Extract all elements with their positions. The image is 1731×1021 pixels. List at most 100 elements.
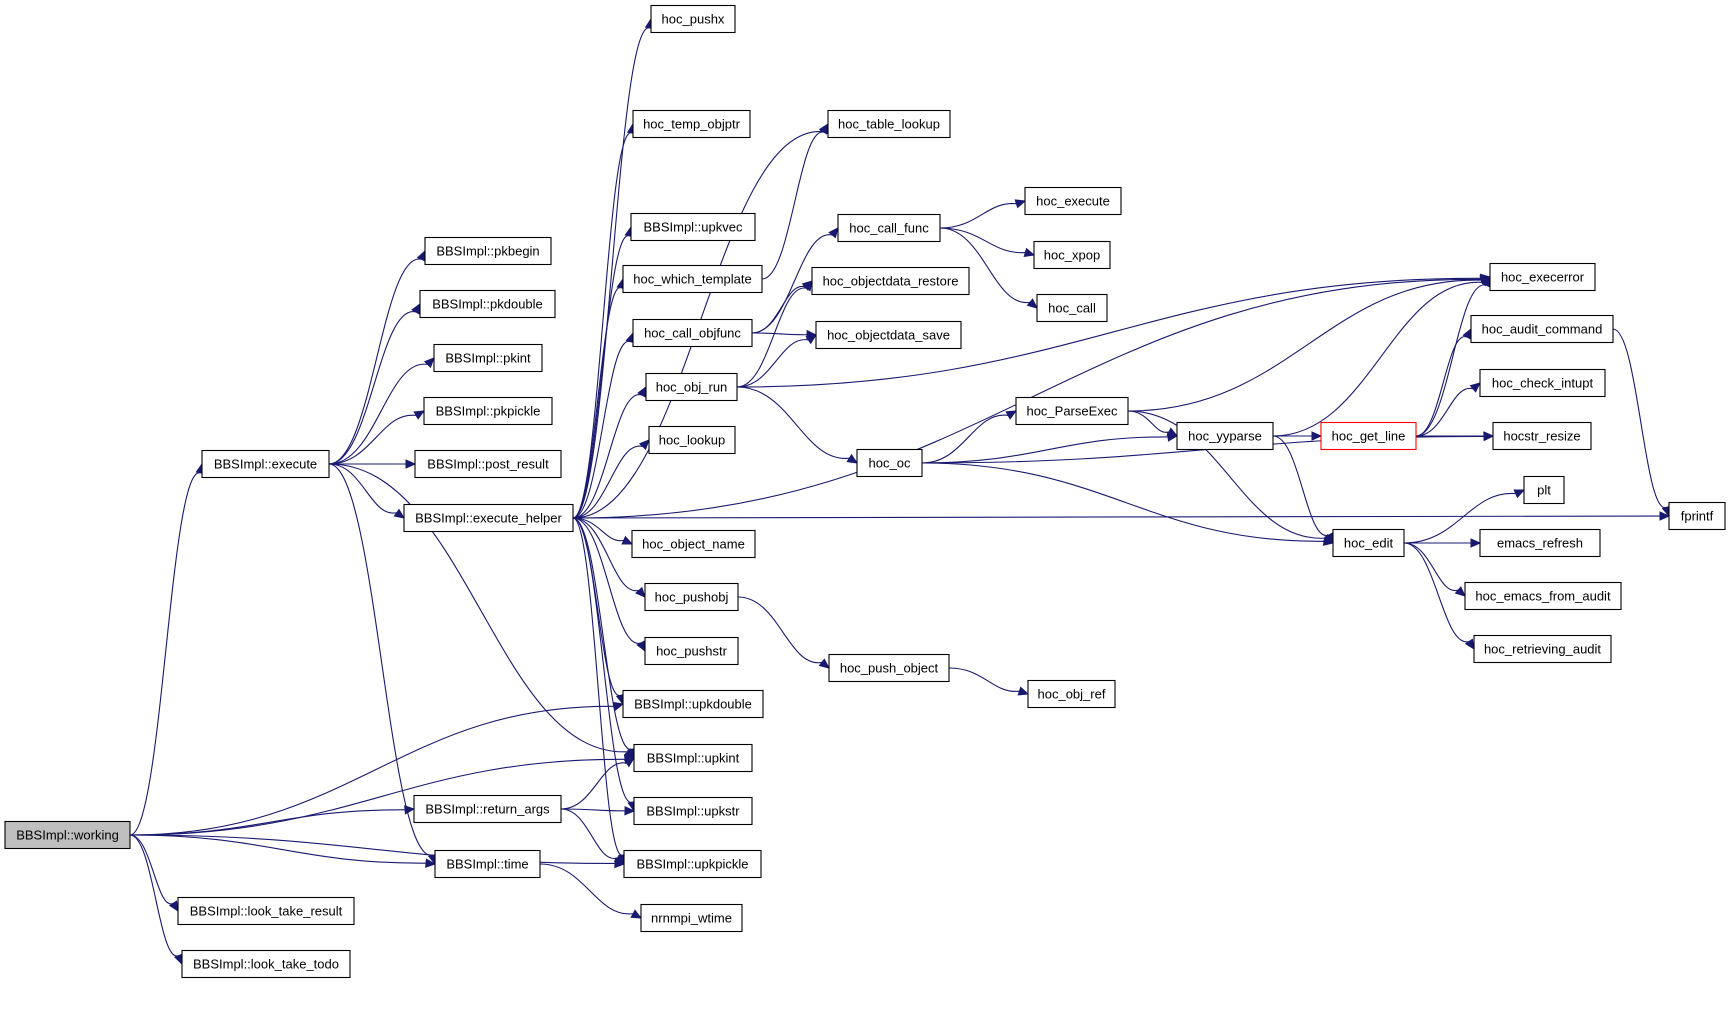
node-label: hoc_execute xyxy=(1036,194,1110,209)
node-label: BBSImpl::upkstr xyxy=(646,804,740,819)
node-label: BBSImpl::look_take_result xyxy=(190,904,343,919)
node-box xyxy=(1473,634,1612,664)
node-hoc-emacs-from-audit[interactable]: hoc_emacs_from_audit xyxy=(1464,581,1622,611)
edge-hoc_get_line-to-hoc_execerror xyxy=(1415,275,1491,437)
edge-hoc_which_template-to-hoc_table_lookup xyxy=(761,122,829,280)
node-execute-helper[interactable]: BBSImpl::execute_helper xyxy=(403,503,574,533)
node-box xyxy=(414,449,562,479)
node-hoc-yyparse[interactable]: hoc_yyparse xyxy=(1176,421,1274,451)
node-hoc-call-objfunc[interactable]: hoc_call_objfunc xyxy=(632,318,753,348)
node-upkpickle[interactable]: BBSImpl::upkpickle xyxy=(623,849,762,879)
edge-hoc_oc-to-hoc_ParseExec xyxy=(921,410,1018,464)
node-box xyxy=(648,425,736,455)
edge-execute-to-pkdouble xyxy=(328,302,421,465)
node-emacs-refresh[interactable]: emacs_refresh xyxy=(1479,528,1601,558)
node-hoc-pushx[interactable]: hoc_pushx xyxy=(650,4,736,34)
node-pkbegin[interactable]: BBSImpl::pkbegin xyxy=(424,236,552,266)
node-label: BBSImpl::upkpickle xyxy=(637,857,749,872)
node-hocstr-resize[interactable]: hocstr_resize xyxy=(1492,421,1592,451)
node-label: hoc_call_func xyxy=(849,221,929,236)
node-label: BBSImpl::execute_helper xyxy=(415,511,562,526)
edge-hoc_oc-to-hoc_edit xyxy=(921,462,1335,546)
node-hoc-call-func[interactable]: hoc_call_func xyxy=(837,213,941,243)
node-post-result[interactable]: BBSImpl::post_result xyxy=(414,449,562,479)
node-plt[interactable]: plt xyxy=(1523,475,1565,505)
node-box xyxy=(201,449,330,479)
node-look-take-result[interactable]: BBSImpl::look_take_result xyxy=(177,896,355,926)
node-hoc-pushobj[interactable]: hoc_pushobj xyxy=(644,582,739,612)
node-label: hoc_push_object xyxy=(840,661,939,676)
node-hoc-objectdata-save[interactable]: hoc_objectdata_save xyxy=(815,320,962,350)
node-hoc-push-object[interactable]: hoc_push_object xyxy=(828,653,950,683)
node-hoc-obj-ref[interactable]: hoc_obj_ref xyxy=(1027,679,1116,709)
node-pkdouble[interactable]: BBSImpl::pkdouble xyxy=(419,289,556,319)
node-nrnmpi-wtime[interactable]: nrnmpi_wtime xyxy=(640,903,743,933)
node-label: BBSImpl::pkint xyxy=(445,351,531,366)
node-pkint[interactable]: BBSImpl::pkint xyxy=(433,343,543,373)
node-label: plt xyxy=(1537,483,1551,498)
node-hoc-object-name[interactable]: hoc_object_name xyxy=(631,529,756,559)
node-look-take-todo[interactable]: BBSImpl::look_take_todo xyxy=(181,949,351,979)
node-box xyxy=(181,949,351,979)
node-label: hoc_ParseExec xyxy=(1026,404,1118,419)
node-upkdouble[interactable]: BBSImpl::upkdouble xyxy=(622,689,764,719)
node-hoc-table-lookup[interactable]: hoc_table_lookup xyxy=(827,109,951,139)
node-box xyxy=(434,849,541,879)
node-working[interactable]: BBSImpl::working xyxy=(4,820,131,850)
node-hoc-ParseExec[interactable]: hoc_ParseExec xyxy=(1015,396,1129,426)
edge-working-to-look_take_todo xyxy=(129,834,183,966)
edge-working-to-look_take_result xyxy=(129,834,179,913)
node-hoc-execute[interactable]: hoc_execute xyxy=(1024,186,1122,216)
node-hoc-retrieving-audit[interactable]: hoc_retrieving_audit xyxy=(1473,634,1612,664)
node-hoc-xpop[interactable]: hoc_xpop xyxy=(1033,240,1111,270)
edge-hoc_edit-to-hoc_emacs_from_audit xyxy=(1403,542,1466,597)
node-hoc-get-line[interactable]: hoc_get_line xyxy=(1320,421,1417,451)
node-box xyxy=(631,529,756,559)
node-return-args[interactable]: BBSImpl::return_args xyxy=(413,794,562,824)
node-fprintf[interactable]: fprintf xyxy=(1668,501,1726,531)
edge-execute-to-pkpickle xyxy=(328,410,426,465)
node-hoc-objectdata-restore[interactable]: hoc_objectdata_restore xyxy=(811,266,970,296)
edge-time-to-nrnmpi_wtime xyxy=(539,863,643,919)
node-box xyxy=(1668,501,1726,531)
node-label: hoc_temp_objptr xyxy=(643,117,741,132)
node-hoc-edit[interactable]: hoc_edit xyxy=(1332,528,1405,558)
node-label: hoc_obj_run xyxy=(656,380,728,395)
node-box xyxy=(413,794,562,824)
node-upkvec[interactable]: BBSImpl::upkvec xyxy=(630,212,756,242)
edge-hoc_pushobj-to-hoc_push_object xyxy=(737,596,830,669)
node-hoc-audit-command[interactable]: hoc_audit_command xyxy=(1470,314,1614,344)
node-label: hoc_emacs_from_audit xyxy=(1475,589,1611,604)
node-hoc-check-intupt[interactable]: hoc_check_intupt xyxy=(1479,368,1606,398)
node-pkpickle[interactable]: BBSImpl::pkpickle xyxy=(423,396,553,426)
node-execute[interactable]: BBSImpl::execute xyxy=(201,449,330,479)
node-hoc-obj-run[interactable]: hoc_obj_run xyxy=(645,372,738,402)
node-box xyxy=(1036,293,1108,323)
edge-execute_helper-to-upkint xyxy=(572,517,637,760)
node-box xyxy=(632,318,753,348)
edge-execute-to-pkint xyxy=(328,357,435,465)
node-hoc-call[interactable]: hoc_call xyxy=(1036,293,1108,323)
node-upkint[interactable]: BBSImpl::upkint xyxy=(633,743,753,773)
node-hoc-oc[interactable]: hoc_oc xyxy=(856,448,923,478)
node-hoc-pushstr[interactable]: hoc_pushstr xyxy=(644,636,739,666)
node-label: hoc_yyparse xyxy=(1188,429,1262,444)
edge-hoc_obj_run-to-hoc_objectdata_restore xyxy=(736,279,813,388)
node-hoc-lookup[interactable]: hoc_lookup xyxy=(648,425,736,455)
node-box xyxy=(1479,368,1606,398)
node-label: hoc_lookup xyxy=(659,433,726,448)
edge-hoc_call_func-to-hoc_call xyxy=(939,227,1038,309)
node-label: BBSImpl::execute xyxy=(214,457,317,472)
edge-execute_helper-to-upkpickle xyxy=(572,517,628,866)
node-label: hocstr_resize xyxy=(1503,429,1580,444)
node-box xyxy=(632,109,751,139)
node-hoc-which-template[interactable]: hoc_which_template xyxy=(622,264,763,294)
node-box xyxy=(815,320,962,350)
node-hoc-temp-objptr[interactable]: hoc_temp_objptr xyxy=(632,109,751,139)
edge-hoc_ParseExec-to-hoc_yyparse xyxy=(1127,410,1179,437)
node-time[interactable]: BBSImpl::time xyxy=(434,849,541,879)
node-hoc-execerror[interactable]: hoc_execerror xyxy=(1489,262,1596,292)
node-upkstr[interactable]: BBSImpl::upkstr xyxy=(633,796,753,826)
edge-hoc_get_line-to-hocstr_resize xyxy=(1416,431,1495,441)
edge-working-to-upkpickle xyxy=(129,834,626,869)
